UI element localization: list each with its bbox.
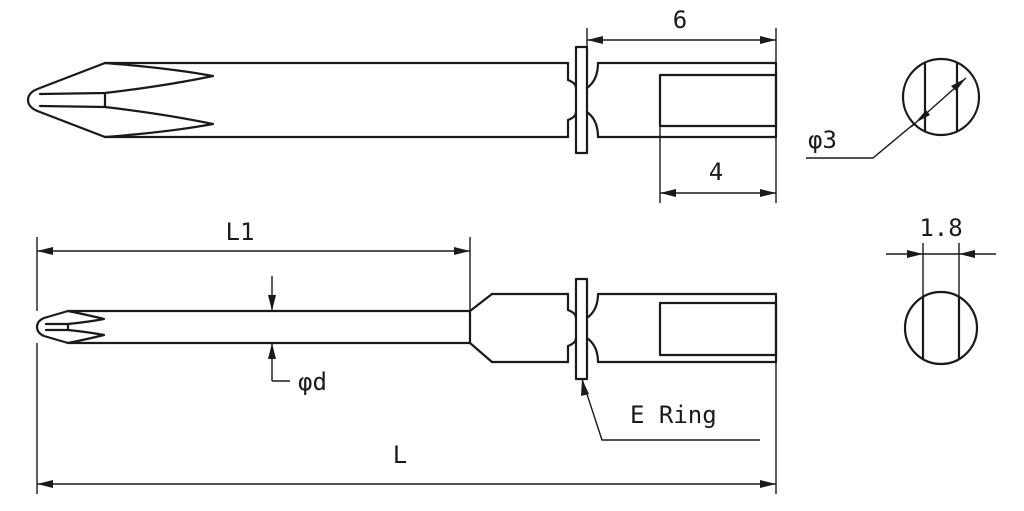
- dimension-overall-length: L: [36, 343, 777, 494]
- top-groove-right: [585, 61, 600, 139]
- label-tip-diameter: φ3: [808, 126, 837, 154]
- bottom-hex-flat: [658, 301, 778, 357]
- label-top-hex-length: 6: [673, 6, 687, 34]
- top-tip-flute-lower: [38, 104, 215, 139]
- dimension-L1: L1: [36, 218, 471, 311]
- label-top-flat-length: 4: [709, 158, 723, 186]
- label-e-ring: E Ring: [630, 401, 717, 429]
- label-flat-width: 1.8: [919, 214, 962, 242]
- top-bit-view: [26, 45, 778, 155]
- top-hex-flat: [658, 73, 778, 128]
- dimension-top-flat-length: 4: [659, 126, 777, 203]
- leader-e-ring: E Ring: [581, 378, 760, 441]
- bottom-groove-left: [566, 292, 578, 364]
- top-tip-outline: [26, 61, 107, 139]
- bottom-taper: [468, 292, 494, 364]
- top-tip-flute-upper: [38, 61, 215, 96]
- bottom-groove-right: [585, 292, 600, 364]
- top-end-view: φ3: [806, 57, 981, 159]
- bottom-e-ring: [574, 277, 589, 381]
- bottom-tip-flute-lower: [44, 328, 106, 345]
- bottom-bit-view: [35, 277, 778, 381]
- top-e-ring: [574, 45, 589, 155]
- top-end-circle: [901, 57, 981, 137]
- bottom-tip-outline: [35, 309, 70, 345]
- top-groove-left: [566, 61, 578, 139]
- dimension-shank-diameter: φd: [268, 276, 327, 396]
- label-overall-length: L: [393, 441, 407, 469]
- label-L1: L1: [226, 218, 255, 246]
- label-shank-diameter: φd: [298, 368, 327, 396]
- bottom-end-circle: [903, 290, 979, 366]
- bottom-tip-flute-upper: [44, 309, 106, 326]
- bottom-end-view: 1.8: [886, 214, 996, 366]
- dimension-top-hex-length: 6: [586, 6, 777, 63]
